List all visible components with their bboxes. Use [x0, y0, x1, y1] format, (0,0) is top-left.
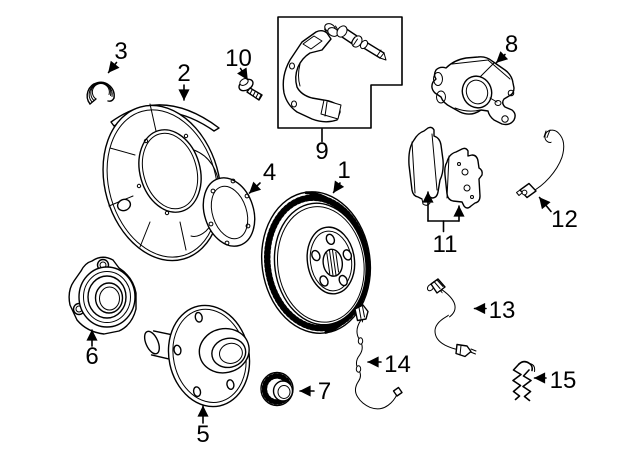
part-7-collar-nut — [260, 371, 294, 407]
part-10-bolt — [238, 78, 263, 101]
part-12-label: 12 — [551, 206, 578, 233]
callout-14: 14 — [367, 351, 411, 378]
callout-2: 2 — [177, 60, 191, 101]
part-7-label: 7 — [318, 378, 331, 405]
part-1-label: 1 — [337, 157, 350, 184]
part-8-label: 8 — [505, 31, 518, 58]
part-9-caliper-bracket-kit — [277, 16, 403, 129]
part-12-curved-hose — [516, 129, 565, 199]
callout-7: 7 — [299, 378, 331, 405]
part-1-brake-rotor — [260, 191, 372, 334]
callout-6: 6 — [85, 329, 99, 370]
part-6-wheel-bearing — [68, 256, 137, 335]
part-11-brake-pad-set — [408, 126, 483, 209]
part-2-label: 2 — [177, 60, 190, 87]
callout-11: 11 — [422, 191, 465, 258]
part-5-label: 5 — [196, 421, 209, 448]
part-4-gasket — [202, 177, 256, 247]
part-9-label: 9 — [315, 138, 328, 165]
callout-13: 13 — [473, 297, 516, 324]
callout-5: 5 — [196, 405, 210, 448]
part-4-label: 4 — [263, 159, 276, 186]
callout-8: 8 — [495, 31, 518, 64]
part-3-label: 3 — [114, 38, 127, 65]
part-14-label: 14 — [384, 351, 411, 378]
part-5-wheel-hub — [143, 304, 251, 408]
callout-1: 1 — [332, 157, 351, 194]
part-9-box — [277, 16, 403, 129]
part-3-retaining-clip — [86, 81, 115, 105]
callout-9: 9 — [315, 128, 329, 165]
part-13-brake-hose — [426, 278, 477, 358]
callout-15: 15 — [533, 367, 577, 394]
callout-10: 10 — [225, 45, 252, 81]
part-6-label: 6 — [85, 343, 98, 370]
callout-12: 12 — [538, 196, 578, 233]
part-13-label: 13 — [489, 297, 516, 324]
callout-4: 4 — [248, 159, 276, 194]
callout-3: 3 — [107, 38, 128, 74]
part-10-label: 10 — [225, 45, 252, 72]
part-2-splash-shield — [102, 103, 222, 262]
part-11-label: 11 — [433, 231, 458, 258]
part-8-brake-caliper — [431, 56, 516, 126]
part-15-spring-clip — [512, 360, 536, 402]
part-15-label: 15 — [550, 367, 577, 394]
